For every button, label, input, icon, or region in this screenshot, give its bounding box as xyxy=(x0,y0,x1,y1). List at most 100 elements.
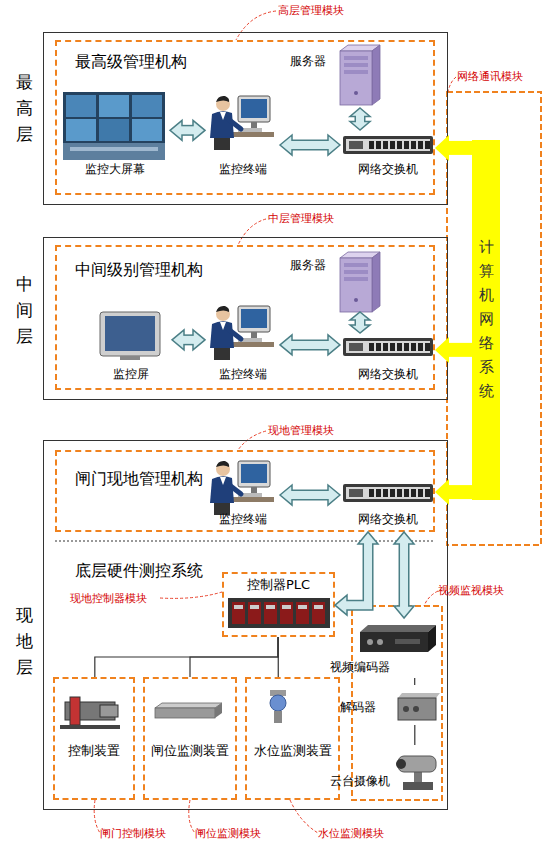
block-arrow xyxy=(347,544,368,605)
module-heading: 中间级别管理机构 xyxy=(75,260,295,280)
device-node: 网络交换机 xyxy=(340,478,435,532)
switch-icon xyxy=(343,136,433,154)
block-arrow-fill xyxy=(291,141,330,149)
arrow-head xyxy=(350,325,370,333)
device-caption: 监控终端 xyxy=(205,162,280,177)
layer-title: 中间层 xyxy=(14,271,34,349)
connector-group xyxy=(172,330,205,350)
arrow-head xyxy=(350,108,370,116)
monitor-icon-part xyxy=(100,312,160,356)
monitor-icon xyxy=(100,312,160,360)
network-band: 计算机网络系统 xyxy=(472,140,500,500)
layer-box: 最高层最高级管理机构监控大屏幕监控终端服务器网络交换机 xyxy=(43,32,448,205)
layer-box: 中间层中间级别管理机构监控屏监控终端服务器网络交换机 xyxy=(43,237,448,400)
monitor-icon-part xyxy=(105,316,155,351)
device-caption: 云台摄像机 xyxy=(330,774,400,789)
connector-group xyxy=(335,532,378,615)
video-wall-icon-part xyxy=(132,119,162,141)
block-arrow-fill xyxy=(346,543,369,606)
arrow-head xyxy=(328,485,340,505)
device-node: 云台摄像机 xyxy=(328,745,442,795)
gate-sensor-icon-part xyxy=(215,703,222,718)
plc-icon-part xyxy=(280,602,293,624)
module-box: 闸门现地管理机构监控终端网络交换机 xyxy=(55,450,435,532)
level-sensor-icon-part xyxy=(274,711,282,723)
device-node: 监控屏 xyxy=(90,305,172,388)
gate-sensor-icon-part xyxy=(155,703,222,708)
arrow-head xyxy=(280,485,292,505)
plc-icon-part xyxy=(234,605,243,609)
connector-group xyxy=(280,485,340,505)
device-node: 服务器 xyxy=(285,42,385,108)
wire-connector xyxy=(414,678,415,685)
video-wall-icon-part xyxy=(63,143,165,160)
arrow-head xyxy=(328,335,340,355)
connector-group xyxy=(190,637,278,677)
decoder-icon-part xyxy=(413,706,419,712)
decoder-icon-part xyxy=(398,698,436,720)
device-caption: 监控大屏幕 xyxy=(60,162,170,177)
encoder-icon xyxy=(360,625,436,652)
callout-label: 高层管理模块 xyxy=(278,4,344,17)
encoder-icon-part xyxy=(360,625,436,632)
plc-icon-part xyxy=(298,605,307,609)
plc-icon-part xyxy=(312,602,325,624)
plc-icon-part xyxy=(232,602,245,624)
connector-group xyxy=(280,135,340,155)
callout-label: 闸门控制模块 xyxy=(100,827,166,840)
device-caption: 监控终端 xyxy=(205,367,280,382)
module-box: 控制器PLC xyxy=(222,572,335,637)
network-module-frame xyxy=(447,92,541,545)
callout-leader-part xyxy=(448,77,456,92)
connector-group xyxy=(280,335,340,355)
module-heading: 闸位监测装置 xyxy=(145,743,235,759)
monitor-icon-part xyxy=(120,356,140,360)
plc-icon-part xyxy=(264,602,277,624)
layer-title: 最高层 xyxy=(14,69,34,147)
connector-group xyxy=(95,637,278,677)
gate-sensor-icon-part xyxy=(155,708,215,718)
block-arrow xyxy=(355,116,366,121)
ptz-camera-icon xyxy=(396,756,436,790)
arrow-head xyxy=(170,120,182,140)
level-sensor-icon xyxy=(270,690,286,723)
module-heading: 控制装置 xyxy=(55,743,133,759)
arrow-head xyxy=(435,337,449,363)
device-node: 监控终端 xyxy=(205,455,280,532)
arrow-head xyxy=(193,120,205,140)
ptz-camera-icon-part xyxy=(414,772,422,782)
callout-label: 中层管理模块 xyxy=(268,212,334,225)
device-caption: 网络交换机 xyxy=(340,512,435,527)
connector-group xyxy=(350,312,370,333)
callout-label: 现地管理模块 xyxy=(268,424,334,437)
server-icon xyxy=(340,45,380,105)
actuator-icon-part xyxy=(60,725,120,729)
actuator-icon-part xyxy=(100,705,118,717)
video-wall-icon-part xyxy=(99,95,129,117)
block-arrow-fill xyxy=(356,115,364,123)
device-caption: 网络交换机 xyxy=(340,367,435,382)
layer-box: 现地层闸门现地管理机构监控终端网络交换机控制器PLC控制装置闸位监测装置水位监测… xyxy=(43,440,448,810)
network-arrow xyxy=(448,343,472,357)
callout-leader-part xyxy=(160,592,222,598)
device-node: 网络交换机 xyxy=(340,333,435,388)
connector-group xyxy=(435,337,472,363)
server-icon xyxy=(340,252,380,312)
plc-icon-part xyxy=(228,598,330,628)
ptz-camera-icon-part xyxy=(403,782,433,790)
callout-leader-part xyxy=(189,800,195,833)
device-caption: 服务器 xyxy=(290,258,340,273)
arrow-head xyxy=(328,135,340,155)
decoder-icon xyxy=(398,693,440,720)
plc-icon-part xyxy=(266,605,275,609)
separator-line xyxy=(55,541,435,542)
block-arrow-fill xyxy=(181,126,195,134)
device-node: 解码器 xyxy=(335,685,440,725)
arrow-head xyxy=(350,122,370,130)
callout-label: 网络通讯模块 xyxy=(457,70,523,83)
block-arrow-fill xyxy=(356,319,364,327)
device-caption: 监控终端 xyxy=(205,512,280,527)
block-arrow xyxy=(182,125,193,136)
operator-icon xyxy=(210,96,274,150)
